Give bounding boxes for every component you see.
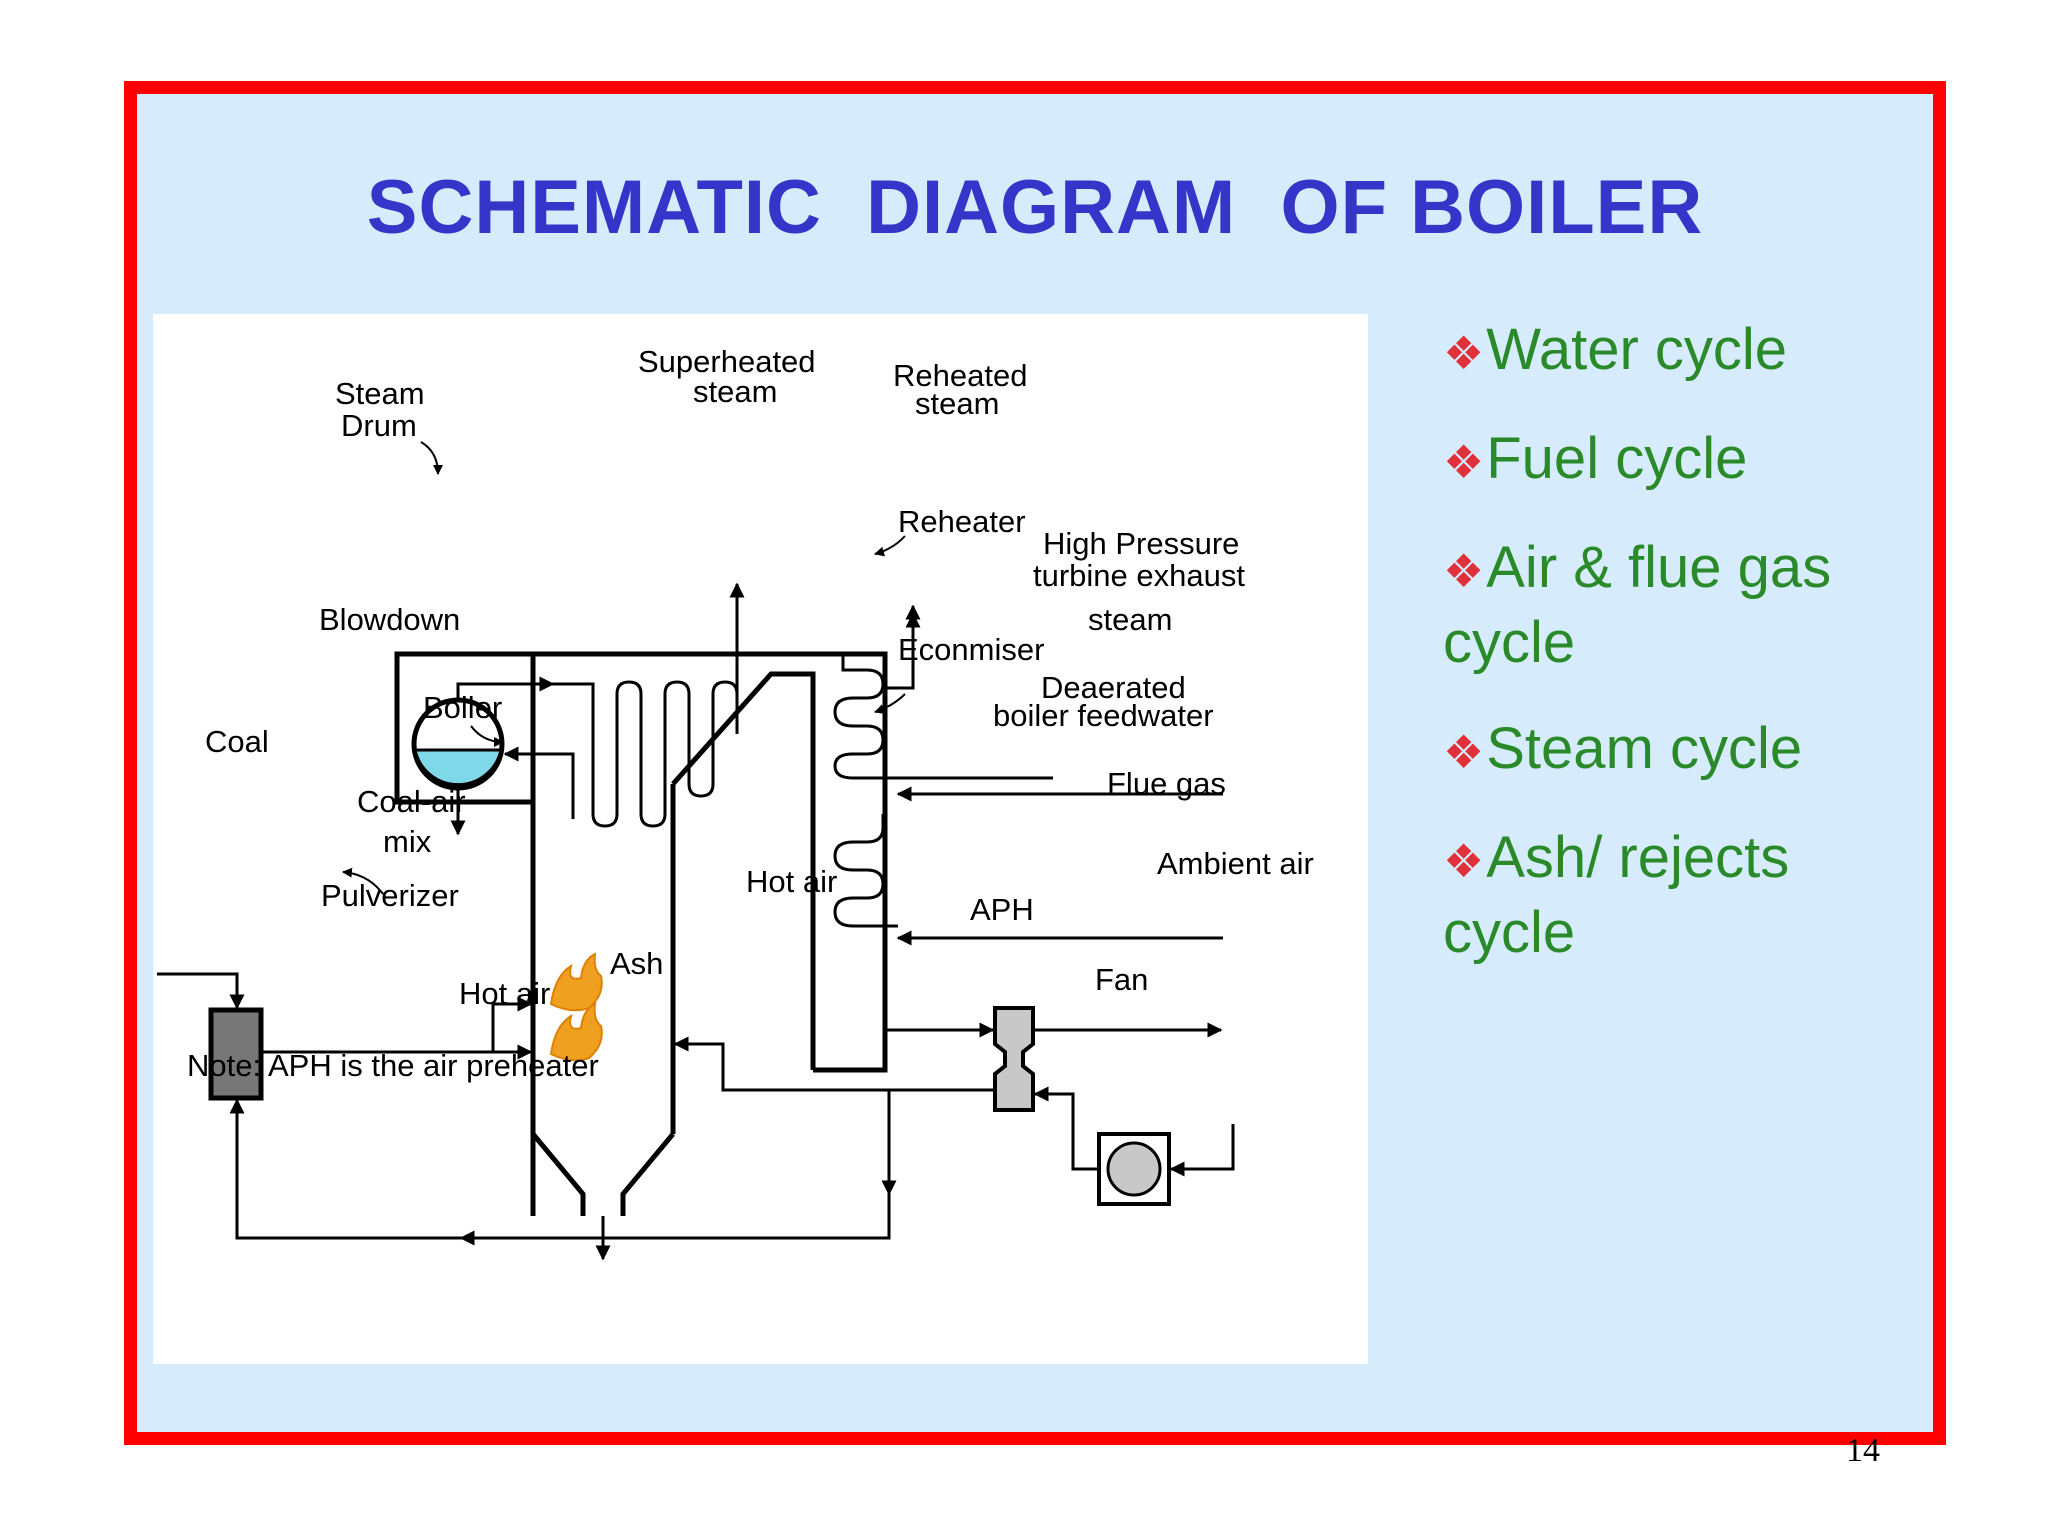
- hot-air-pulverizer-line: [229, 1090, 891, 1240]
- label-steam-drum-2: Drum: [341, 408, 417, 443]
- list-item: ❖Air & flue gas cycle: [1443, 532, 1903, 679]
- boiler-diagram-panel: Steam Drum Superheated steam Reheated st…: [153, 314, 1368, 1364]
- label-feedwater-1: Deaerated: [1041, 670, 1186, 705]
- cycle-label: Ash/ rejects cycle: [1443, 825, 1790, 965]
- list-item: ❖Steam cycle: [1443, 713, 1903, 788]
- label-feedwater-2: boiler feedwater: [993, 698, 1214, 733]
- aph-unit: [993, 1006, 1035, 1112]
- flame-lower: [549, 1002, 603, 1062]
- furnace-top-wall: [397, 651, 888, 1073]
- cycle-label: Fuel cycle: [1486, 426, 1748, 491]
- label-aph: APH: [970, 892, 1034, 927]
- cycle-list: ❖Water cycle ❖Fuel cycle ❖Air & flue gas…: [1443, 314, 1903, 1003]
- label-coal-air-1: Coal-air: [357, 784, 466, 819]
- label-pulverizer: Pulverizer: [321, 878, 459, 913]
- label-coal: Coal: [205, 724, 269, 759]
- pulverizer: [208, 1007, 264, 1101]
- label-hp-exhaust-2: turbine exhaust: [1033, 558, 1245, 593]
- label-coal-air-2: mix: [383, 824, 432, 859]
- label-ambient-air: Ambient air: [1157, 846, 1314, 881]
- reheater-pointer: [874, 535, 906, 557]
- drum-steam-line: [456, 676, 555, 700]
- label-economiser: Econmiser: [898, 632, 1044, 667]
- label-flue-gas: Flue gas: [1107, 766, 1226, 801]
- label-superheated-2: steam: [693, 374, 777, 409]
- list-item: ❖Water cycle: [1443, 314, 1903, 389]
- label-reheated-1: Reheated: [893, 358, 1027, 393]
- boiler-pointer: [470, 725, 504, 747]
- diamond-bullet-icon: ❖: [1443, 726, 1485, 778]
- label-hp-exhaust-3: steam: [1088, 602, 1172, 637]
- boiler-schematic: Steam Drum Superheated steam Reheated st…: [157, 344, 1314, 1261]
- superheater-coil: [553, 680, 739, 828]
- diamond-bullet-icon: ❖: [1443, 545, 1485, 597]
- label-fan: Fan: [1095, 962, 1148, 997]
- fan-to-aph-line: [1033, 1086, 1099, 1171]
- hot-air-furnace-line: [673, 1036, 995, 1092]
- slide-title: SCHEMATIC DIAGRAM OF BOILER: [366, 165, 1704, 250]
- label-boiler: Boiler: [423, 690, 502, 725]
- label-reheater: Reheater: [898, 504, 1026, 539]
- cycle-label: Steam cycle: [1486, 716, 1803, 781]
- label-ash: Ash: [610, 946, 663, 981]
- reheated-steam-riser: [885, 612, 921, 690]
- steam-drum-pointer: [420, 441, 443, 475]
- label-steam-drum-1: Steam: [335, 376, 425, 411]
- label-hp-exhaust-1: High Pressure: [1043, 526, 1239, 561]
- label-hot-air-top: Hot air: [746, 864, 837, 899]
- label-blowdown: Blowdown: [319, 602, 460, 637]
- economiser-coil: [833, 814, 898, 928]
- furnace-hopper: [531, 784, 676, 1216]
- label-superheated-1: Superheated: [638, 344, 816, 379]
- label-hot-air-bottom: Hot air: [459, 976, 550, 1011]
- pulverizer-pointer: [342, 867, 384, 895]
- diamond-bullet-icon: ❖: [1443, 436, 1485, 488]
- coal-air-mix-line: [261, 1002, 529, 1054]
- diagram-note: Note: APH is the air preheater: [187, 1048, 599, 1083]
- coal-feed-line: [157, 972, 245, 1010]
- diamond-bullet-icon: ❖: [1443, 835, 1485, 887]
- steam-drum-water: [413, 748, 503, 787]
- list-item: ❖Fuel cycle: [1443, 423, 1903, 498]
- ambient-air-line: [1169, 1124, 1235, 1177]
- slide-frame: SCHEMATIC DIAGRAM OF BOILER: [124, 81, 1946, 1445]
- page-number: 14: [1846, 1432, 1880, 1469]
- flame-upper: [549, 952, 603, 1012]
- fan-rotor: [1106, 1141, 1162, 1197]
- cycle-label: Water cycle: [1486, 317, 1788, 382]
- drum-riser: [553, 752, 575, 819]
- reheater-coil: [833, 654, 1053, 780]
- label-reheated-2: steam: [915, 386, 999, 421]
- gas-pass-baffle: [671, 671, 816, 1070]
- cycle-label: Air & flue gas cycle: [1443, 535, 1832, 675]
- diamond-bullet-icon: ❖: [1443, 327, 1485, 379]
- list-item: ❖Ash/ rejects cycle: [1443, 822, 1903, 969]
- economiser-pointer: [874, 693, 906, 714]
